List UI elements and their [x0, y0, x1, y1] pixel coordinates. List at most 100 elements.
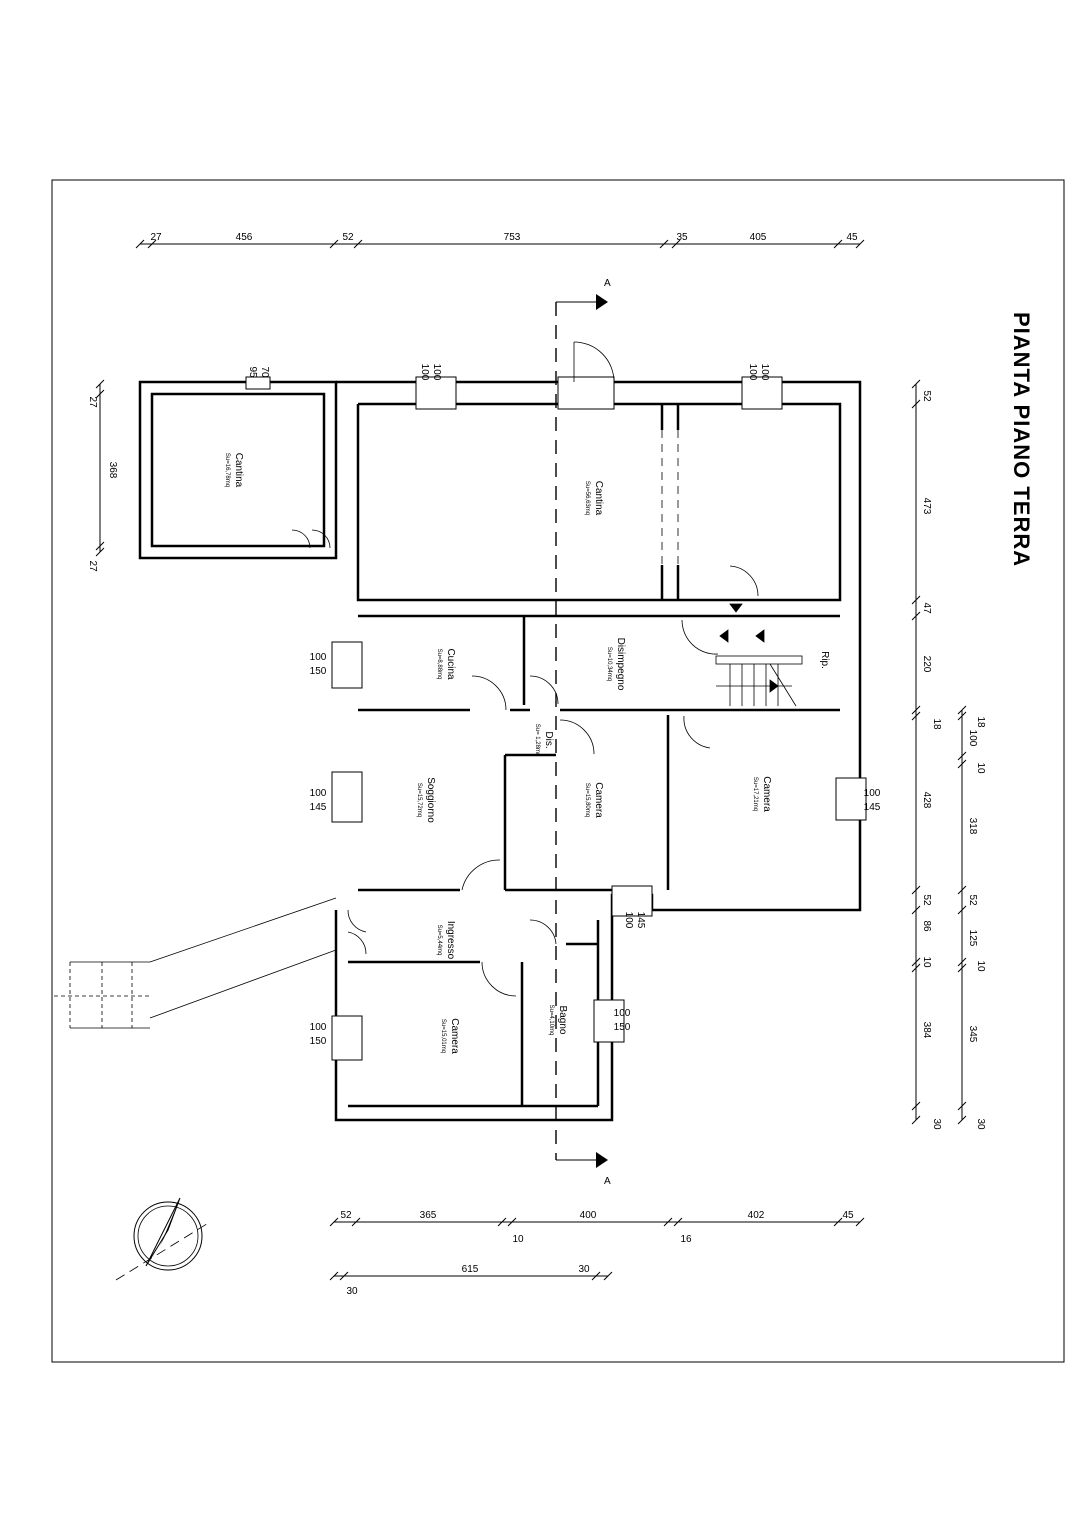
- window-width-label: 100: [419, 364, 430, 381]
- room-name: Camera: [593, 782, 604, 818]
- window-width-label: 100: [310, 652, 327, 663]
- dimension-tick: [855, 239, 865, 249]
- section-marker-bottom: A: [604, 1176, 611, 1187]
- exterior-steps: [54, 897, 337, 1029]
- room-name: Ingresso: [445, 921, 456, 960]
- dimension-tick: [833, 239, 843, 249]
- dimension-label: 52: [921, 390, 932, 402]
- room-area: Su=56,63mq: [584, 481, 590, 515]
- dimension-label: 10: [975, 960, 986, 972]
- dimension-tick: [957, 759, 967, 769]
- dimension-tick: [957, 1101, 967, 1111]
- dimension-tick: [911, 1115, 921, 1125]
- window-height-label: 150: [310, 1036, 327, 1047]
- dimension-tick: [833, 1217, 843, 1227]
- dimension-tick: [673, 1217, 683, 1227]
- dimension-label: 365: [420, 1210, 437, 1221]
- dimension-label: 456: [236, 232, 253, 243]
- dimension-tick: [329, 239, 339, 249]
- room-area: Su=17,21mq: [752, 777, 758, 811]
- room-name: Disimpegno: [615, 638, 626, 691]
- dimension-tick: [95, 541, 105, 551]
- dimension-label: 52: [340, 1210, 352, 1221]
- dimension-label: 18: [975, 716, 986, 728]
- dimension-tick: [95, 547, 105, 557]
- room-name: Camera: [449, 1018, 460, 1054]
- dimension-tick: [911, 885, 921, 895]
- room-name: Cucina: [445, 648, 456, 680]
- dimension-tick: [911, 595, 921, 605]
- dimension-tick: [663, 1217, 673, 1227]
- dimension-label: 384: [921, 1022, 932, 1039]
- window-height-label: 150: [310, 666, 327, 677]
- dimension-label: 220: [921, 656, 932, 673]
- dimension-tick: [855, 1217, 865, 1227]
- dimension-label: 30: [578, 1264, 590, 1275]
- window-width-label: 100: [310, 788, 327, 799]
- window-height-label: 70: [259, 366, 270, 378]
- window-width-label: 100: [614, 1008, 631, 1019]
- room-area: Su=15,72mq: [416, 783, 422, 817]
- dimension-label: 52: [342, 232, 354, 243]
- dimension-label: 30: [346, 1286, 358, 1297]
- dimension-label: 35: [676, 232, 688, 243]
- dimension-label: 753: [504, 232, 521, 243]
- room-labels: CantinaSu=16,78mqCantinaSu=56,63mqCucina…: [224, 453, 830, 1054]
- room-name: Soggiorno: [425, 777, 436, 823]
- dimension-tick: [911, 963, 921, 973]
- dimension-label: 45: [846, 232, 858, 243]
- room-area: Su=15,01mq: [440, 1019, 446, 1053]
- dimension-tick: [911, 399, 921, 409]
- window-height-label: 145: [635, 912, 646, 929]
- walls: [138, 380, 862, 1122]
- window-width-label: 95: [247, 366, 258, 378]
- section-marker-top: A: [604, 278, 611, 289]
- dimension-tick: [957, 963, 967, 973]
- room-name: Cantina: [233, 453, 244, 488]
- dimension-label: 473: [921, 498, 932, 515]
- dimension-label: 47: [921, 602, 932, 614]
- window-width-label: 100: [310, 1022, 327, 1033]
- window-openings: [245, 376, 867, 1061]
- dimension-tick: [671, 239, 681, 249]
- room-name: Bagno: [557, 1006, 568, 1035]
- dimension-tick: [957, 905, 967, 915]
- dimension-tick: [507, 1217, 517, 1227]
- dimension-tick: [603, 1271, 613, 1281]
- staircase: [715, 603, 803, 707]
- dimension-tick: [911, 611, 921, 621]
- dimension-tick: [147, 239, 157, 249]
- dimension-tick: [659, 239, 669, 249]
- dimension-tick: [351, 1217, 361, 1227]
- window-height-label: 145: [310, 802, 327, 813]
- dimension-label: 345: [967, 1026, 978, 1043]
- room-name: Rip.: [819, 651, 830, 669]
- dimension-tick: [911, 705, 921, 715]
- room-area: Su=15,80mq: [584, 783, 590, 817]
- window-width-label: 100: [864, 788, 881, 799]
- dimension-ticks: [95, 239, 967, 1281]
- room-name: Camera: [761, 776, 772, 812]
- section-line: A A: [555, 278, 611, 1187]
- room-name: Dis.: [543, 731, 554, 748]
- dimension-tick: [957, 885, 967, 895]
- dimension-label: 100: [967, 730, 978, 747]
- dimension-tick: [957, 705, 967, 715]
- dimension-tick: [957, 957, 967, 967]
- sheet-frame: [51, 179, 1065, 1363]
- window-height-label: 150: [614, 1022, 631, 1033]
- dimension-label: 86: [921, 920, 932, 932]
- dimension-label: 52: [921, 894, 932, 906]
- dimension-label: 27: [87, 560, 98, 572]
- dimension-label: 30: [931, 1118, 942, 1130]
- dimension-tick: [591, 1271, 601, 1281]
- window-height-label: 100: [431, 364, 442, 381]
- dimension-tick: [497, 1217, 507, 1227]
- dimension-tick: [957, 711, 967, 721]
- window-height-label: 100: [759, 364, 770, 381]
- dimension-label: 27: [87, 396, 98, 408]
- dimension-label: 402: [748, 1210, 765, 1221]
